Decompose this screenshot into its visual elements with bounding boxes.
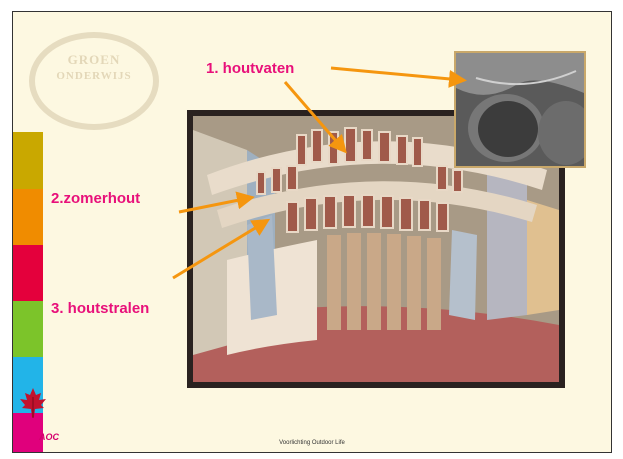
arrows-overlay [13, 12, 611, 452]
arrow-houtvaten-to-photo [285, 82, 343, 149]
arrow-zomerhout [179, 198, 249, 212]
slide: GROEN ONDERWIJS [12, 11, 612, 453]
label-houtstralen: 3. houtstralen [49, 300, 151, 317]
arrow-houtstralen [173, 222, 265, 278]
arrow-houtvaten-to-inset [331, 68, 461, 80]
label-zomerhout: 2.zomerhout [49, 190, 142, 207]
slide-footer: Voorlichting Outdoor Life [13, 440, 611, 446]
label-houtvaten: 1. houtvaten [206, 60, 294, 77]
maple-leaf-logo [19, 387, 47, 421]
